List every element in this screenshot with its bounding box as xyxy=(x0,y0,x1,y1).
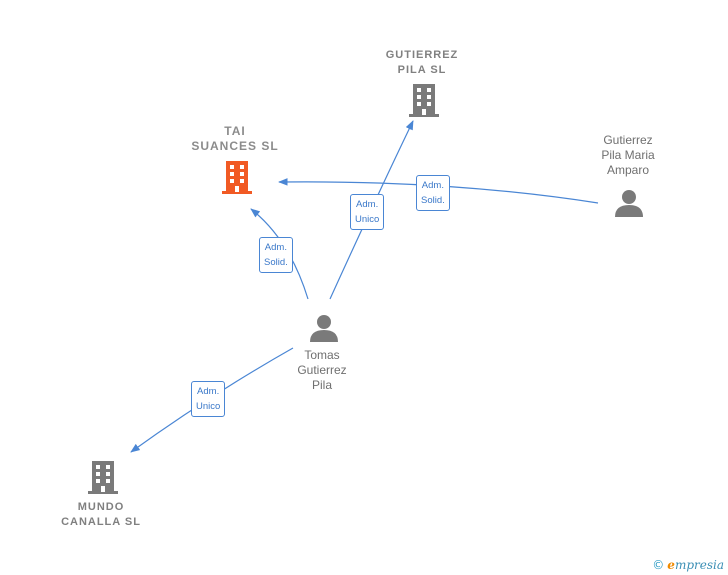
person-label-tomas-gutierrez[interactable]: Tomas Gutierrez Pila xyxy=(297,348,347,392)
person-icon[interactable] xyxy=(615,190,643,217)
brand-name: mpresia xyxy=(674,558,724,572)
copyright-credit: ©empresia xyxy=(652,558,724,572)
brand-initial: e xyxy=(667,558,675,572)
edge-label-tomas-gutierrez-pila: Adm. Unico xyxy=(350,194,385,230)
building-icon[interactable] xyxy=(222,161,252,194)
person-icon[interactable] xyxy=(310,315,338,342)
edge-label-tomas-tai: Adm. Solid. xyxy=(259,237,293,273)
edge-label-maria-tai: Adm. Solid. xyxy=(416,175,450,211)
company-label-tai-suances[interactable]: TAI SUANCES SL xyxy=(191,124,279,153)
person-label-gutierrez-pila-maria[interactable]: Gutierrez Pila Maria Amparo xyxy=(601,133,655,177)
edge-label-tomas-mundo: Adm. Unico xyxy=(191,381,226,417)
building-icon[interactable] xyxy=(409,84,439,117)
company-label-mundo-canalla[interactable]: MUNDO CANALLA SL xyxy=(61,501,141,528)
company-label-gutierrez-pila[interactable]: GUTIERREZ PILA SL xyxy=(385,49,459,76)
copyright-symbol: © xyxy=(652,558,665,572)
building-icon[interactable] xyxy=(88,461,118,494)
